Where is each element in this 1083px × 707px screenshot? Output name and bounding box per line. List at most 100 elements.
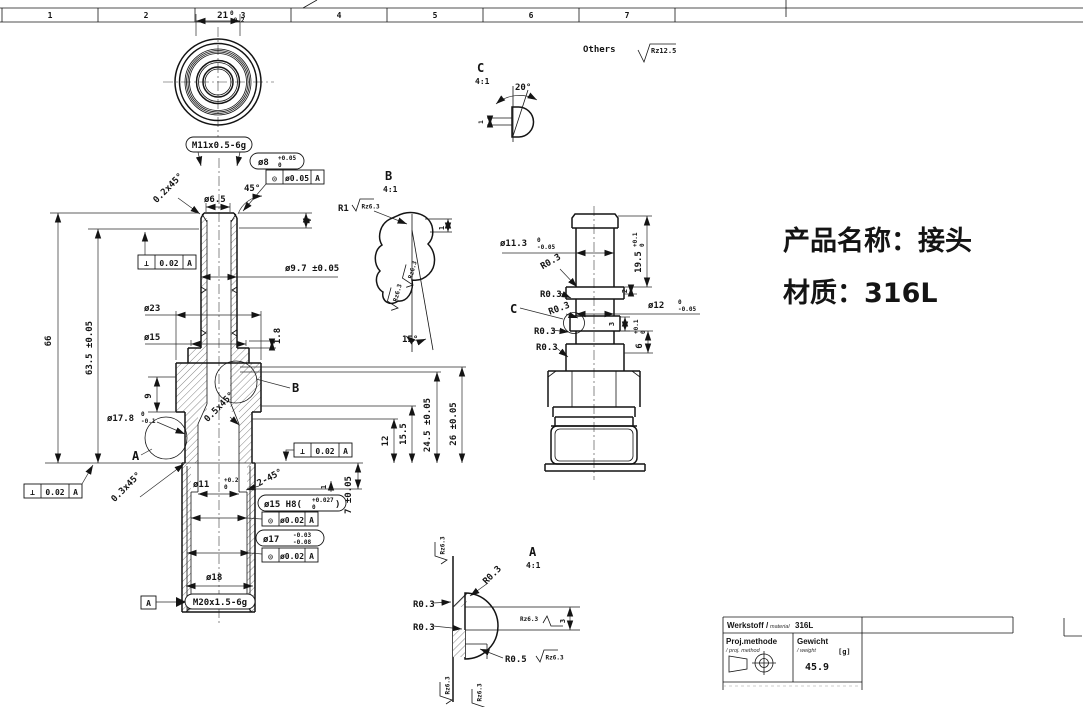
detail-c-scale: 4:1 xyxy=(475,77,490,86)
detail-b-indicator-circle xyxy=(214,360,258,404)
weight-value: 45.9 xyxy=(805,662,829,673)
dim-phi15h8-close: ) xyxy=(335,500,340,510)
projection-symbol-icon xyxy=(728,651,776,675)
proj-method-sublabel: / proj. method xyxy=(725,648,761,654)
dim-6-tol-low: 0 xyxy=(640,330,647,334)
svg-text:⊥: ⊥ xyxy=(300,447,305,456)
detail-a-scale: 4:1 xyxy=(526,561,541,570)
ruler-cell-3: 3 xyxy=(241,11,246,20)
dim-phi12-tol-up: 0 xyxy=(678,299,682,306)
dim-phi12: ø12 xyxy=(648,301,664,311)
dim-66: 66 xyxy=(44,336,54,347)
radius-r03-1: R0.3 xyxy=(539,253,563,273)
werkstoff-sublabel: material xyxy=(770,624,790,630)
radius-r03-a2: R0.3 xyxy=(413,600,435,610)
svg-text:A: A xyxy=(73,488,78,497)
dim-phi8-tol-up: +0.05 xyxy=(278,155,296,162)
finish-rz63-b1: Rz6.3 xyxy=(362,204,380,211)
dim-6-tol-up: +0.1 xyxy=(633,319,640,334)
dim-21: 21 xyxy=(217,11,228,21)
svg-text:A: A xyxy=(315,174,320,183)
svg-text:⊥: ⊥ xyxy=(30,488,35,497)
radius-r03-a1: R0.3 xyxy=(481,564,503,586)
radius-r03-a3: R0.3 xyxy=(413,623,435,633)
label-detail-a: A xyxy=(132,449,140,463)
dim-phi11-tol-up: +0.2 xyxy=(224,477,239,484)
dim-7: 7 ±0.05 xyxy=(344,476,354,514)
dim-phi97: ø9.7 ±0.05 xyxy=(285,264,339,274)
finish-rz63-a3: Rz6.3 xyxy=(546,655,564,662)
svg-text:ø0.02: ø0.02 xyxy=(280,552,304,561)
svg-text:◎: ◎ xyxy=(268,552,273,561)
svg-text:A: A xyxy=(309,516,314,525)
note-chamfer-2x45: 2-45° xyxy=(256,467,285,489)
gewicht-label: Gewicht xyxy=(797,637,828,646)
dim-1-detail-b: 1 xyxy=(438,226,446,230)
dim-26: 26 ±0.05 xyxy=(449,402,459,445)
gdt-frame-conc-1: ◎ ø0.02 A xyxy=(261,511,319,527)
dim-21-tol-up: 0 xyxy=(230,10,234,17)
svg-text:0.02: 0.02 xyxy=(45,488,64,497)
detail-b: B 4:1 R1 Rz6.3 1 Rz6.3 Rz6.3 15° xyxy=(338,169,452,352)
thread-callout-m20: M20x1.5-6g xyxy=(193,598,247,608)
svg-text:0.02: 0.02 xyxy=(159,259,178,268)
dim-19-5-tol-low: 0 xyxy=(639,243,646,247)
dim-1-detail-c: 1 xyxy=(478,120,485,124)
top-view: 21 0 -0.2 xyxy=(163,10,274,137)
detail-b-title: B xyxy=(385,169,392,183)
dim-phi17: ø17 xyxy=(263,535,279,545)
note-45deg: 45° xyxy=(244,184,260,194)
dim-15-5: 15.5 xyxy=(399,423,409,445)
dim-phi178-tol-up: 0 xyxy=(141,411,145,418)
radius-r03-5: R0.3 xyxy=(536,343,558,353)
gewicht-unit: [g] xyxy=(838,648,851,656)
label-detail-b: B xyxy=(292,381,299,395)
gdt-frame-perp-3: ⊥ 0.02 A xyxy=(23,483,83,499)
dim-phi11: ø11 xyxy=(193,480,209,490)
gewicht-sublabel: / weight xyxy=(796,648,816,654)
product-material-text: 材质：316L xyxy=(783,278,938,309)
ruler-cell-5: 5 xyxy=(433,11,438,20)
dim-phi113-tol-up: 0 xyxy=(537,237,541,244)
surface-finish-note: Others Rz12.5 xyxy=(583,43,676,64)
dim-63-5: 63.5 ±0.05 xyxy=(85,321,95,375)
detail-b-scale: 4:1 xyxy=(383,185,398,194)
dim-phi113-tol-low: -0.05 xyxy=(537,244,555,251)
detail-c-title: C xyxy=(477,61,484,75)
svg-text:ø0.02: ø0.02 xyxy=(280,516,304,525)
svg-text:◎: ◎ xyxy=(272,174,277,183)
dim-phi178-tol-low: -0.1 xyxy=(141,418,156,425)
werkstoff-label: Werkstoff / xyxy=(727,621,769,630)
ruler-cell-1: 1 xyxy=(48,11,53,20)
dim-15deg: 15° xyxy=(402,335,418,345)
svg-text:◎: ◎ xyxy=(268,516,273,525)
radius-r05: R0.5 xyxy=(505,655,527,665)
finish-rz63-b2: Rz6.3 xyxy=(407,260,419,280)
detail-a-title: A xyxy=(529,545,537,559)
svg-text:⊥: ⊥ xyxy=(144,259,149,268)
dim-3: 3 xyxy=(608,322,616,326)
dim-phi15h8-tol-low: 0 xyxy=(312,504,316,511)
product-title: 产品名称：接头 材质：316L xyxy=(783,225,972,309)
dim-21-tol-low: -0.2 xyxy=(230,17,245,24)
svg-text:A: A xyxy=(343,447,348,456)
detail-a: A 4:1 Rz6.3 R0.3 R0.3 R0.3 Rz6.3 3 R0.5 … xyxy=(413,536,580,707)
dim-phi178: ø17.8 xyxy=(107,414,134,424)
dim-phi23: ø23 xyxy=(144,304,160,314)
dim-phi65: ø6.5 xyxy=(204,195,226,205)
dim-2: 2 xyxy=(621,289,629,293)
ruler-cell-7: 7 xyxy=(625,11,630,20)
dim-phi11-tol-low: 0 xyxy=(224,484,228,491)
svg-text:0.02: 0.02 xyxy=(315,447,334,456)
front-view: M11x0.5-6g ø8 +0.05 0 ◎ ø0.05 A 45° 0.2x… xyxy=(23,136,466,624)
others-label: Others xyxy=(583,45,616,55)
svg-text:A: A xyxy=(146,599,151,608)
dim-3-detail-a: 3 xyxy=(559,619,567,623)
gdt-frame-perp-2: ⊥ 0.02 A xyxy=(293,442,353,458)
thread-callout-m11: M11x0.5-6g xyxy=(192,141,246,151)
gdt-frame-concentricity-phi005: ◎ ø0.05 A xyxy=(265,169,325,185)
dim-phi17-tol-low: -0.08 xyxy=(293,539,311,546)
finish-rz63-a5: Rz6.3 xyxy=(477,683,484,701)
radius-r1: R1 xyxy=(338,204,349,214)
